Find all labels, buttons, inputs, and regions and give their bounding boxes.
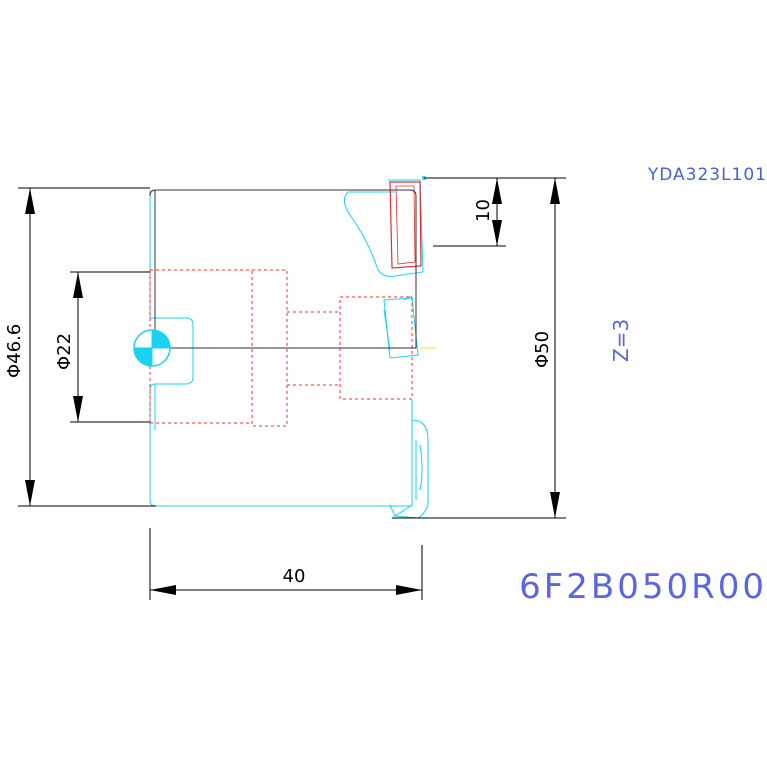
dimension-body-length: 40 xyxy=(149,528,423,600)
dimension-label-body-diameter: Φ46.6 xyxy=(4,324,25,378)
part-code: 6F2B050R00 xyxy=(519,567,767,607)
tool-body-outline xyxy=(149,179,429,519)
center-mark-icon xyxy=(133,329,171,367)
dimension-bore-diameter: Φ22 xyxy=(54,271,150,423)
dimension-label-bore-diameter: Φ22 xyxy=(54,333,75,370)
reference-code: YDA323L101 xyxy=(647,165,767,185)
dimension-label-insert-height: 10 xyxy=(473,199,494,222)
teeth-count: Z=3 xyxy=(609,319,633,362)
body-frame xyxy=(149,189,417,349)
dimension-insert-height: 10 xyxy=(433,178,506,247)
dimension-label-cutting-diameter: Φ50 xyxy=(532,331,553,368)
hidden-lines xyxy=(149,269,413,427)
dimension-body-diameter: Φ46.6 xyxy=(4,187,156,507)
dimension-label-body-length: 40 xyxy=(283,566,306,587)
dimension-cutting-diameter: Φ50 xyxy=(392,177,566,519)
